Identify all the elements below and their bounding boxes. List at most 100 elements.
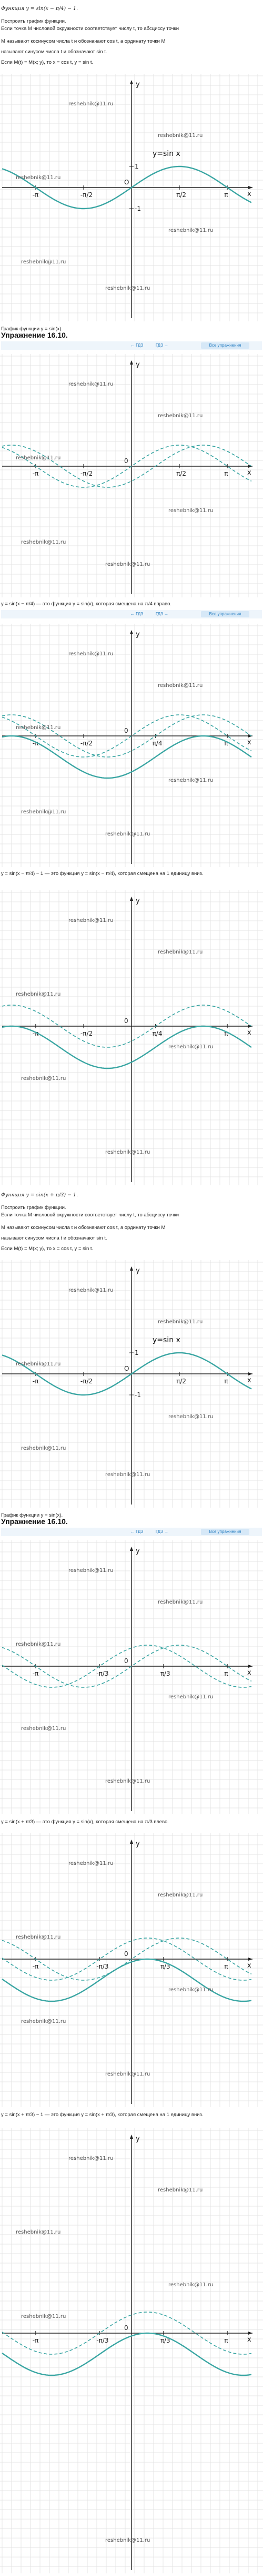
x-tick-label: 0 — [124, 727, 128, 734]
y-axis-label: y — [136, 1547, 140, 1555]
series-label: y=sin x — [153, 1336, 180, 1344]
watermark-text: reshebnik@11.ru — [21, 259, 66, 265]
intro-line: Если точка M числовой окружности соответ… — [1, 1212, 179, 1218]
exercise-nav-3: ← ГДЗ ГДЗ → Все упражнения — [1, 1528, 262, 1536]
watermark-text: reshebnik@11.ru — [16, 2229, 60, 2235]
x-tick-label: π/4 — [153, 1030, 163, 1037]
series-line — [2, 2332, 252, 2376]
watermark-text: reshebnik@11.ru — [105, 286, 150, 291]
all-exercises-button[interactable]: Все упражнения — [201, 342, 249, 349]
watermark-text: reshebnik@11.ru — [168, 1414, 213, 1420]
intro-line: Если точка M числовой окружности соответ… — [1, 26, 179, 32]
exercise-nav-1: ← ГДЗ ГДЗ → Все упражнения — [1, 341, 262, 350]
x-tick-label: -π — [33, 191, 39, 199]
x-arrow — [248, 2332, 252, 2335]
x-axis-label: x — [247, 1377, 251, 1384]
x-tick-label: 0 — [124, 1657, 128, 1665]
watermark-text: reshebnik@11.ru — [105, 2538, 150, 2543]
y-arrow — [130, 2135, 133, 2139]
x-tick-label: -π — [33, 470, 39, 477]
next-button[interactable]: ГДЗ → — [155, 612, 169, 616]
watermark-text: reshebnik@11.ru — [168, 778, 213, 783]
watermark-text: reshebnik@11.ru — [158, 1319, 203, 1325]
x-tick-label: π — [224, 470, 228, 477]
watermark-text: reshebnik@11.ru — [68, 1568, 113, 1574]
step2-text-2: y = sin(x + π/3) — это функция y = sin(x… — [1, 1819, 169, 1825]
prev-button[interactable]: ← ГДЗ — [130, 343, 144, 348]
step2-text-1: y = sin(x − π/4) — это функция y = sin(x… — [1, 601, 172, 607]
heading-2: Функция y = sin(x + π/3) − 1. — [1, 1192, 78, 1198]
step3-text-2: y = sin(x + π/3) − 1 — это функция y = s… — [1, 2112, 204, 2118]
x-tick-label: 0 — [124, 2324, 128, 2332]
watermark-text: reshebnik@11.ru — [158, 1599, 203, 1605]
x-tick-label: -π — [33, 1378, 39, 1385]
grid — [0, 2128, 263, 2573]
watermark-text: reshebnik@11.ru — [168, 1694, 213, 1700]
watermark-text: reshebnik@11.ru — [158, 133, 203, 139]
x-axis-label: x — [247, 469, 251, 477]
watermark-text: reshebnik@11.ru — [105, 1149, 150, 1155]
step3-text-1: y = sin(x − π/4) − 1 — это функция y = s… — [1, 871, 204, 877]
x-tick-label: -π/3 — [96, 1670, 108, 1677]
y-arrow — [130, 630, 133, 634]
y-tick-label: -1 — [135, 1391, 141, 1399]
series-line — [2, 1645, 252, 1688]
next-button[interactable]: ГДЗ → — [155, 1529, 169, 1534]
heading-1: Функция y = sin(x − π/4) − 1. — [1, 6, 78, 12]
y-arrow — [130, 897, 133, 901]
intro-2: Построить график функции. Если точка M ч… — [1, 1204, 262, 1253]
x-axis-label: x — [247, 190, 251, 198]
series-line — [2, 165, 252, 210]
x-arrow — [248, 1665, 252, 1668]
intro-line: M называют косинусом числа t и обозначаю… — [1, 38, 166, 44]
prev-button[interactable]: ← ГДЗ — [130, 1529, 144, 1534]
exercise-nav-2: ← ГДЗ ГДЗ → Все упражнения — [1, 610, 262, 618]
watermark-text: reshebnik@11.ru — [105, 1472, 150, 1478]
series-line — [2, 1958, 252, 2002]
watermark-text: reshebnik@11.ru — [68, 1287, 113, 1293]
next-button[interactable]: ГДЗ → — [155, 343, 169, 348]
y-arrow — [130, 1266, 133, 1271]
x-tick-label: π — [224, 191, 228, 199]
prev-button[interactable]: ← ГДЗ — [130, 612, 144, 616]
y-tick-label: 1 — [135, 1349, 139, 1356]
all-exercises-button[interactable]: Все упражнения — [201, 1529, 249, 1535]
x-tick-label: π — [224, 1030, 228, 1037]
y-arrow — [130, 1547, 133, 1551]
grid — [0, 624, 263, 867]
x-tick-label: π — [224, 2337, 228, 2344]
x-arrow — [248, 186, 252, 189]
watermark-text: reshebnik@11.ru — [16, 1934, 60, 1940]
series-line — [2, 2312, 252, 2355]
x-tick-label: O — [124, 179, 129, 186]
y-arrow — [130, 1840, 133, 1844]
x-arrow — [248, 1372, 252, 1375]
series-line — [2, 1005, 252, 1048]
series-line — [2, 714, 252, 758]
watermark-text: reshebnik@11.ru — [105, 562, 150, 567]
all-exercises-button[interactable]: Все упражнения — [201, 611, 249, 617]
watermark-text: reshebnik@11.ru — [105, 2071, 150, 2077]
x-tick-label: π — [224, 740, 228, 747]
x-tick-label: π/4 — [153, 740, 163, 747]
x-tick-label: -π — [33, 1030, 39, 1037]
watermark-text: reshebnik@11.ru — [68, 651, 113, 657]
x-tick-label: π — [224, 1670, 228, 1677]
y-axis-label: y — [136, 361, 140, 369]
intro-line: называют синусом числа t и обозначают si… — [1, 1235, 107, 1241]
x-tick-label: -π/2 — [80, 191, 93, 199]
x-axis-label: x — [247, 1029, 251, 1037]
watermark-text: reshebnik@11.ru — [68, 2156, 113, 2161]
intro-line: называют синусом числа t и обозначают si… — [1, 49, 107, 55]
watermark-text: reshebnik@11.ru — [16, 725, 60, 731]
x-tick-label: π — [224, 1963, 228, 1970]
exercise-title-1: Упражнение 16.10. — [1, 331, 68, 339]
x-tick-label: π/2 — [176, 191, 186, 199]
